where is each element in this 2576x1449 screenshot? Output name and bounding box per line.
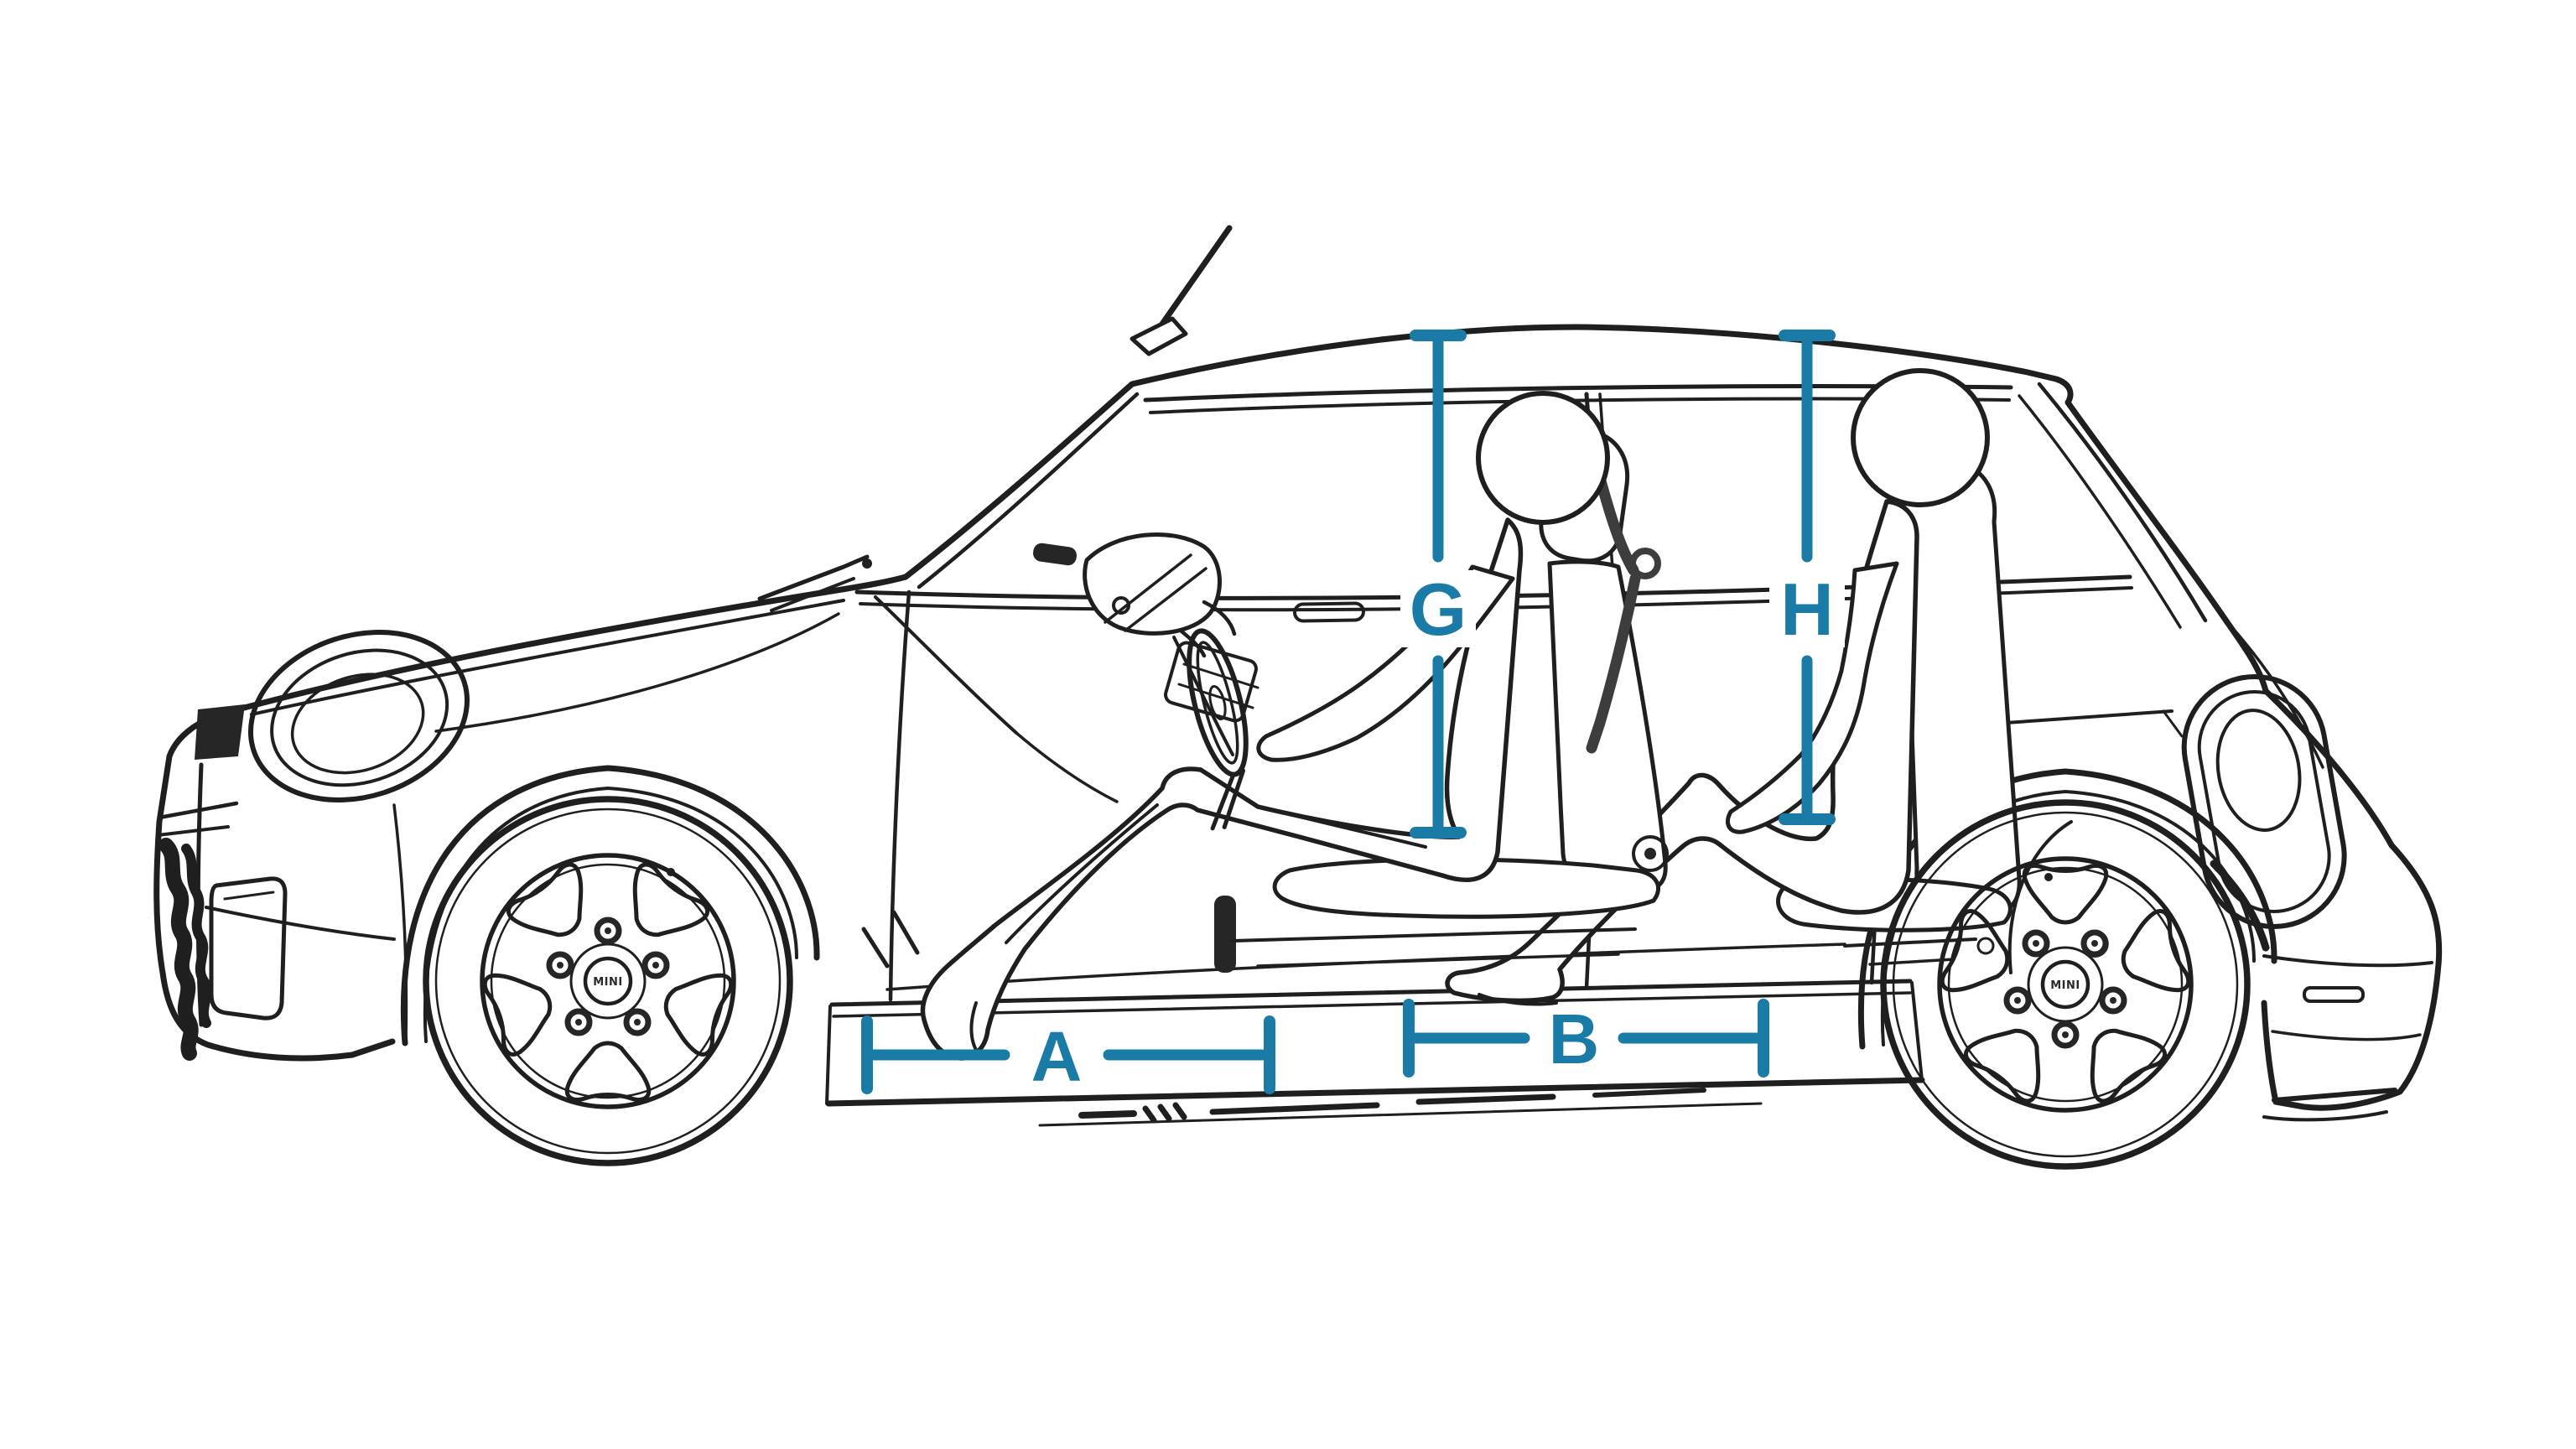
rear-passenger-figure [1445, 368, 1990, 1006]
dimension-marker-b: B [1403, 999, 1769, 1078]
dimension-label-a: A [1031, 1017, 1083, 1096]
dimension-label-b: B [1549, 1000, 1600, 1078]
dimension-label-h: H [1780, 568, 1834, 651]
wheel-center-cap-text: MINI [2050, 979, 2080, 992]
steering-wheel [1187, 628, 1249, 831]
wheel-center-cap-text: MINI [593, 976, 623, 989]
front-wheel: MINI [423, 796, 793, 1166]
car-body-lines [153, 225, 2443, 1127]
side-mirror [1083, 532, 1259, 756]
rear-wheel: MINI [1880, 799, 2251, 1170]
dimension-marker-a: A [861, 1015, 1275, 1096]
dimension-marker-h: H [1769, 330, 1845, 825]
dimension-marker-g: G [1400, 330, 1476, 839]
dimension-label-g: G [1410, 568, 1467, 651]
